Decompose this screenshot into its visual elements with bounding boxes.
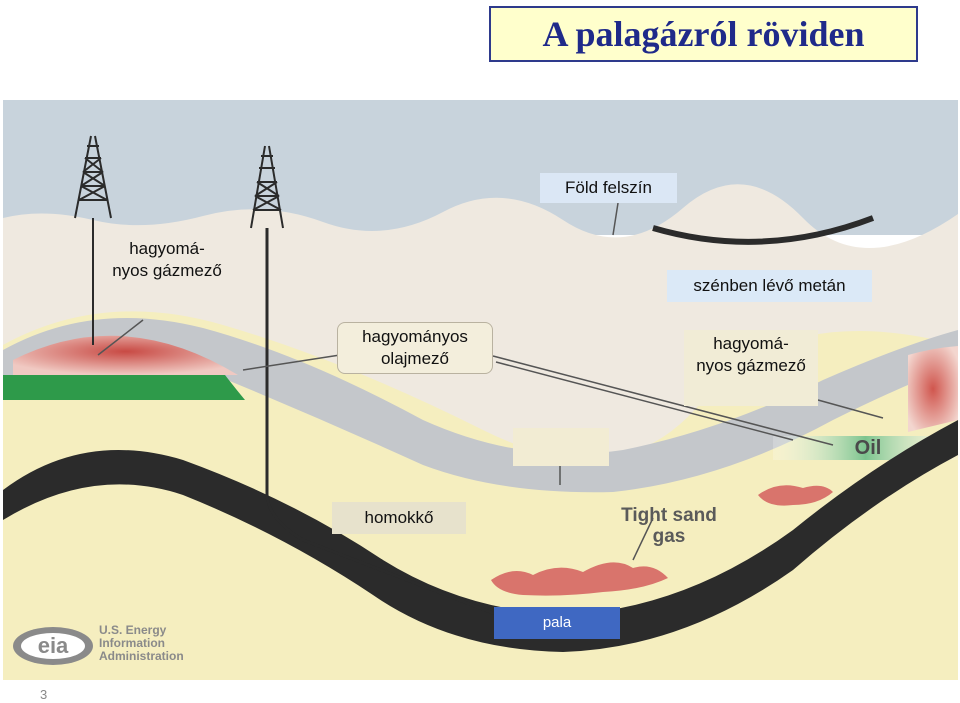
label-line: olajmező <box>380 349 450 368</box>
label-line: hagyomá- <box>713 334 789 353</box>
label-earth-surface: Föld felszín <box>540 173 677 203</box>
leader-lines <box>97 202 884 561</box>
eia-logo-icon: eia <box>13 627 93 665</box>
page-number: 3 <box>40 687 48 702</box>
logo-line: Information <box>99 636 165 650</box>
label-line: Tight sand <box>621 505 717 526</box>
label-coalbed-methane: szénben lévő metán <box>667 270 872 302</box>
blank-label-box <box>513 428 609 466</box>
label-conventional-gas-left: hagyomá- nyos gázmező <box>97 238 237 288</box>
coal-bed <box>652 215 875 245</box>
eia-logo-mark: eia <box>38 633 69 658</box>
oil-zone-left <box>3 375 245 400</box>
label-sandstone: homokkő <box>332 502 466 534</box>
logo-line: Administration <box>99 649 184 663</box>
label-line: hagyományos <box>362 327 468 346</box>
cap-rock <box>3 317 958 493</box>
label-conventional-gas-right: hagyomá- nyos gázmező <box>684 330 818 406</box>
label-line: gas <box>652 526 686 547</box>
gas-zone-right <box>908 346 958 432</box>
derrick-right <box>250 145 499 617</box>
page-title: A palagázról röviden <box>542 14 865 54</box>
label-conventional-oil: hagyományos olajmező <box>337 322 493 374</box>
gas-zone-left <box>13 335 238 375</box>
label-line: nyos gázmező <box>696 356 806 375</box>
logo-line: U.S. Energy <box>99 623 167 637</box>
tight-gas-blob-2 <box>758 485 833 506</box>
tight-gas-blob-1 <box>491 562 668 596</box>
label-line: nyos gázmező <box>112 261 222 280</box>
title-box: A palagázról röviden <box>489 6 918 62</box>
label-line: hagyomá- <box>129 239 205 258</box>
label-oil: Oil <box>854 437 882 459</box>
eia-logo-text: U.S. Energy Information Administration <box>99 624 184 663</box>
derrick-left <box>74 135 112 345</box>
label-tight-sand-gas: Tight sand gas <box>614 505 724 547</box>
label-shale: pala <box>494 607 620 639</box>
shale-layer <box>3 420 958 652</box>
